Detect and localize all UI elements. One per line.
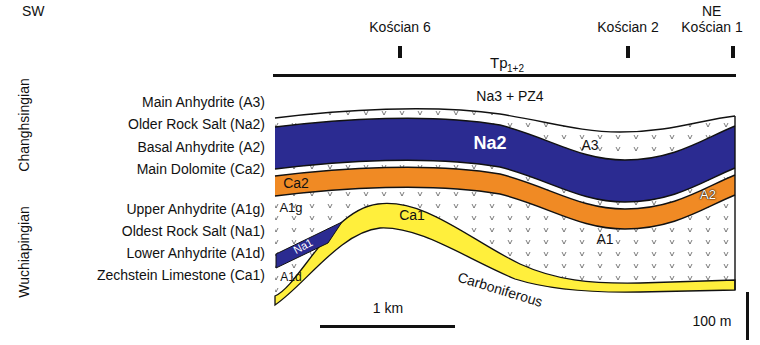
scale-label: 100 m — [693, 314, 732, 329]
scale-label: 1 km — [373, 301, 403, 316]
stage-label: Wuchiapingian — [17, 206, 32, 298]
direction-label: SW — [22, 4, 45, 19]
layer-label: A3 — [581, 138, 598, 153]
well-name: Kościan 2 — [597, 20, 658, 35]
layer-label: A1 — [596, 232, 613, 247]
layer-label: A1d — [280, 271, 301, 284]
unit-label: Tp — [490, 55, 508, 72]
legend-text: Older Rock Salt (Na2) — [128, 117, 265, 132]
legend-text: Lower Anhydrite (A1d) — [126, 246, 265, 261]
legend-text: Basal Anhydrite (A2) — [137, 140, 265, 155]
layer-label: A1g — [279, 201, 302, 215]
legend-text: Zechstein Limestone (Ca1) — [97, 268, 265, 283]
direction-label: NE — [702, 4, 721, 19]
layer-label: Na2 — [473, 134, 506, 154]
legend-text: Oldest Rock Salt (Na1) — [122, 224, 265, 239]
legend-text: Upper Anhydrite (A1g) — [126, 202, 265, 217]
layer-label: A2 — [700, 188, 716, 202]
layer-label: Ca2 — [283, 176, 309, 191]
legend-text: Main Anhydrite (A3) — [142, 95, 265, 110]
stage-label: Changhsingian — [17, 78, 32, 171]
layer-label: Ca1 — [399, 208, 425, 223]
unit-label: Na3 + PZ4 — [476, 89, 543, 104]
well-name: Kościan 1 — [681, 20, 742, 35]
unit-subscript: 1+2 — [507, 63, 524, 74]
well-name: Kościan 6 — [369, 20, 430, 35]
legend-text: Main Dolomite (Ca2) — [137, 162, 265, 177]
